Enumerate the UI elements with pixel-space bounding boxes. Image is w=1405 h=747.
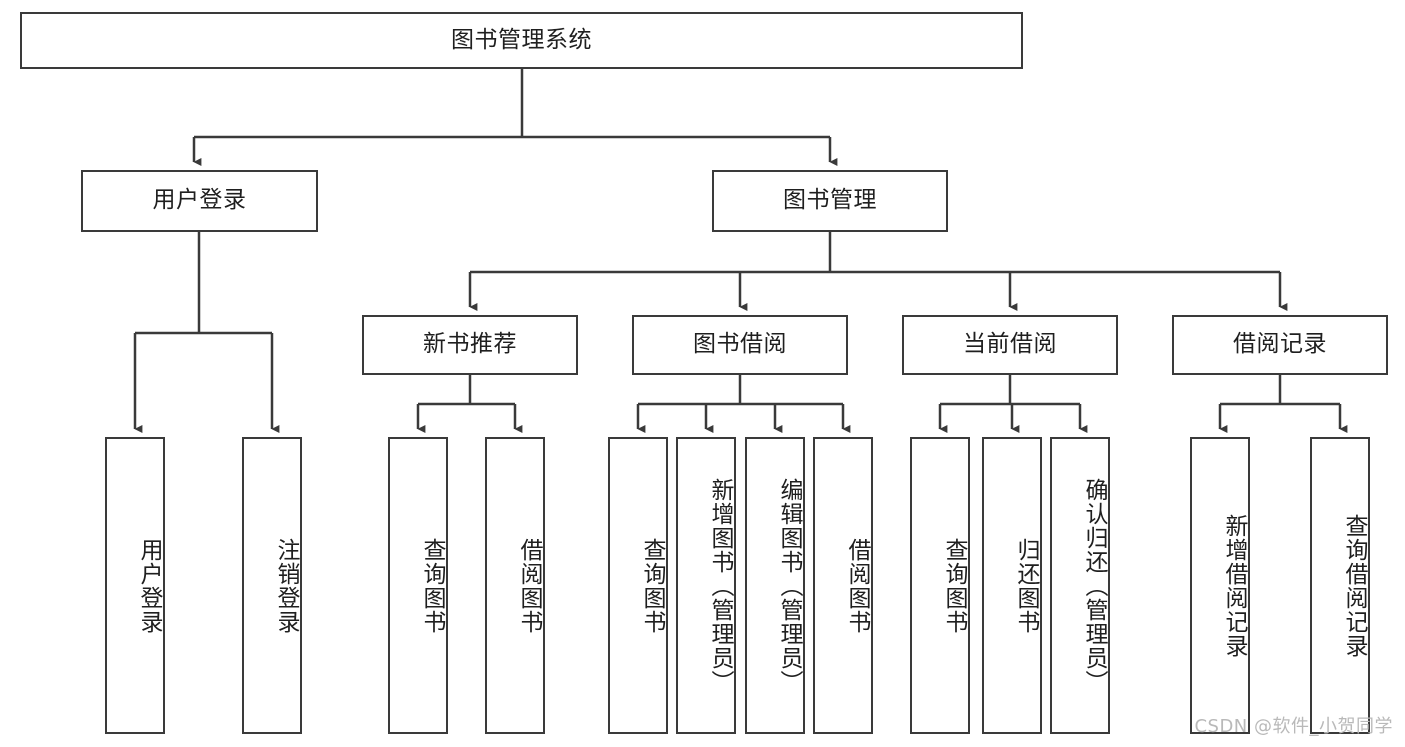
node-root[interactable]: 图书管理系统: [20, 12, 1023, 69]
leaf-label: 归还图书: [1013, 537, 1039, 634]
leaf-label: 借阅图书: [516, 537, 542, 634]
node-user-login-label: 用户登录: [152, 187, 247, 214]
leaf-label: 新增借阅记录: [1221, 513, 1247, 658]
node-book-management-label: 图书管理: [783, 187, 877, 214]
node-book-borrow[interactable]: 图书借阅: [632, 315, 848, 375]
leaf-node-query-book-borrow[interactable]: 查询图书: [608, 437, 668, 734]
leaf-node-query-book-recommend[interactable]: 查询图书: [388, 437, 448, 734]
leaf-node-query-borrow-record[interactable]: 查询借阅记录: [1310, 437, 1370, 734]
leaf-node-user-login[interactable]: 用户登录: [105, 437, 165, 734]
leaf-label: 用户登录: [136, 537, 162, 634]
node-borrow-record-label: 借阅记录: [1233, 331, 1327, 358]
leaf-node-query-book-current[interactable]: 查询图书: [910, 437, 970, 734]
node-book-management[interactable]: 图书管理: [712, 170, 948, 232]
leaf-label: 查询借阅记录: [1341, 513, 1367, 658]
leaf-node-add-book-admin[interactable]: 新增图书（管理员）: [676, 437, 736, 734]
node-new-book-recommend-label: 新书推荐: [423, 331, 517, 358]
leaf-node-logout-login[interactable]: 注销登录: [242, 437, 302, 734]
leaf-label: 确认归还（管理员）: [1081, 477, 1107, 694]
leaf-label: 查询图书: [639, 537, 665, 634]
leaf-node-borrow-book-recommend[interactable]: 借阅图书: [485, 437, 545, 734]
leaf-node-add-borrow-record[interactable]: 新增借阅记录: [1190, 437, 1250, 734]
leaf-label: 借阅图书: [844, 537, 870, 634]
leaf-node-edit-book-admin[interactable]: 编辑图书（管理员）: [745, 437, 805, 734]
node-current-borrow[interactable]: 当前借阅: [902, 315, 1118, 375]
node-borrow-record[interactable]: 借阅记录: [1172, 315, 1388, 375]
node-root-label: 图书管理系统: [451, 26, 592, 53]
leaf-label: 查询图书: [419, 537, 445, 634]
leaf-node-borrow-book[interactable]: 借阅图书: [813, 437, 873, 734]
leaf-label: 查询图书: [941, 537, 967, 634]
node-book-borrow-label: 图书借阅: [693, 331, 787, 358]
node-user-login[interactable]: 用户登录: [81, 170, 318, 232]
leaf-label: 新增图书（管理员）: [707, 477, 733, 694]
watermark-text: CSDN @软件_小贺同学: [1194, 716, 1393, 737]
leaf-node-confirm-return-admin[interactable]: 确认归还（管理员）: [1050, 437, 1110, 734]
node-new-book-recommend[interactable]: 新书推荐: [362, 315, 578, 375]
node-current-borrow-label: 当前借阅: [963, 331, 1057, 358]
leaf-label: 注销登录: [273, 537, 299, 634]
leaf-node-return-book[interactable]: 归还图书: [982, 437, 1042, 734]
leaf-label: 编辑图书（管理员）: [776, 477, 802, 694]
